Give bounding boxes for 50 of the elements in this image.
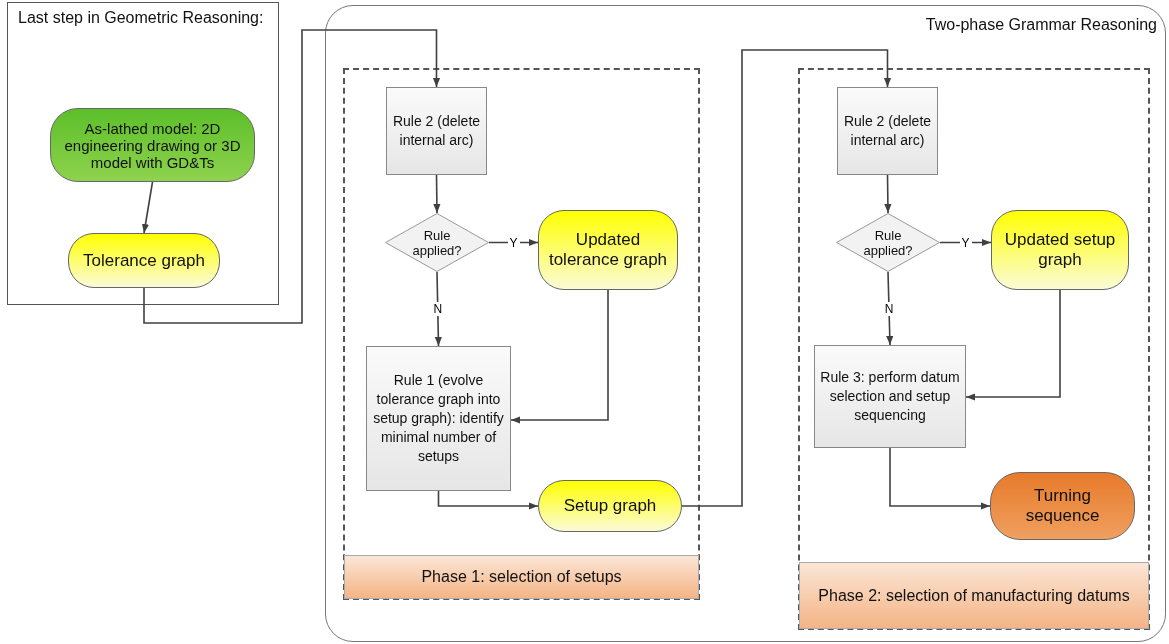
panel-heading: Two-phase Grammar Reasoning xyxy=(925,16,1157,34)
arrow xyxy=(886,271,894,346)
edge-label: Y xyxy=(959,235,972,250)
decision-diamond xyxy=(836,213,940,272)
process-label: Rule 3: perform datum selection and setup sequencing xyxy=(820,368,960,425)
phase-frame xyxy=(798,68,1150,630)
terminator xyxy=(538,480,682,532)
process-label: Rule 2 (delete internal arc) xyxy=(392,112,481,150)
terminator-label: Setup graph xyxy=(563,496,657,516)
group-panel xyxy=(7,2,279,305)
process-label: Rule 1 (evolve tolerance graph into setup graph): identify minimal number of setups xyxy=(372,371,505,466)
process-box xyxy=(837,87,938,175)
panel-heading: Last step in Geometric Reasoning: xyxy=(18,9,264,27)
arrow xyxy=(884,174,892,214)
decision-label: Rule applied? xyxy=(862,227,914,258)
decision-diamond xyxy=(385,213,489,272)
phase-banner xyxy=(799,562,1149,629)
arrow xyxy=(143,29,441,324)
process-box xyxy=(814,345,966,448)
arrow xyxy=(437,490,539,510)
process-label: Rule 2 (delete internal arc) xyxy=(843,112,932,150)
terminator-label: Turning sequence xyxy=(1024,486,1101,526)
process-box xyxy=(386,87,487,175)
terminator-label: As-lathed model: 2D engineering drawing or 3D model with GD&Ts xyxy=(63,119,242,171)
phase-frame xyxy=(343,68,700,600)
group-panel xyxy=(325,5,1166,642)
phase-banner xyxy=(344,555,699,599)
terminator xyxy=(538,210,678,290)
arrow xyxy=(965,289,1061,401)
terminator-label: Updated setup graph xyxy=(1003,230,1117,270)
terminator xyxy=(990,472,1135,540)
edge-label: N xyxy=(882,301,896,316)
edge-label: N xyxy=(431,302,445,316)
process-box xyxy=(366,346,511,491)
terminator xyxy=(991,210,1129,290)
arrow xyxy=(681,49,892,507)
edge-label: Y xyxy=(507,235,520,250)
phase-label: Phase 2: selection of manufacturing datums xyxy=(818,586,1130,605)
decision-label: Rule applied? xyxy=(411,227,463,258)
arrow xyxy=(141,181,154,234)
arrow xyxy=(434,271,442,347)
terminator xyxy=(68,233,220,288)
arrow xyxy=(510,289,609,424)
phase-label: Phase 1: selection of setups xyxy=(421,568,622,586)
arrow xyxy=(433,174,441,214)
arrow xyxy=(889,447,991,510)
terminator-label: Tolerance graph xyxy=(83,250,205,271)
terminator xyxy=(50,108,255,182)
terminator-label: Updated tolerance graph xyxy=(547,230,669,270)
arrow xyxy=(939,238,992,247)
